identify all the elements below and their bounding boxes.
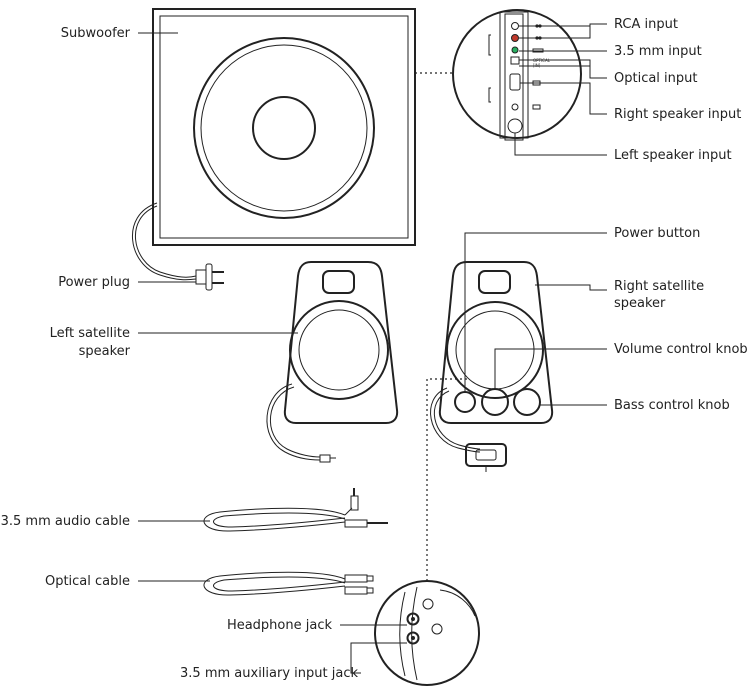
label-right-satellite-1: Right satellite bbox=[614, 279, 704, 294]
leader-lines bbox=[138, 23, 607, 674]
right-speaker-port bbox=[509, 73, 521, 91]
headphone-jack-port bbox=[406, 612, 420, 626]
label-right-satellite-2: speaker bbox=[614, 296, 666, 311]
label-volume-knob: Volume control knob bbox=[614, 342, 748, 357]
audio-cable bbox=[203, 488, 388, 532]
side-jack-zoom bbox=[374, 378, 480, 686]
label-left-speaker-input: Left speaker input bbox=[614, 148, 732, 163]
label-headphone-jack: Headphone jack bbox=[227, 618, 333, 633]
label-left-satellite-2: speaker bbox=[79, 344, 131, 359]
left-speaker-port bbox=[507, 118, 523, 134]
label-bass-knob: Bass control knob bbox=[614, 398, 730, 413]
label-rca-input: RCA input bbox=[614, 17, 678, 32]
label-35mm-input: 3.5 mm input bbox=[614, 44, 702, 59]
subwoofer bbox=[152, 8, 416, 246]
label-audio-cable: 3.5 mm audio cable bbox=[1, 514, 130, 529]
label-power-button: Power button bbox=[614, 226, 700, 241]
label-power-plug: Power plug bbox=[58, 275, 130, 290]
aux-jack-green bbox=[511, 46, 519, 54]
label-right-speaker-input: Right speaker input bbox=[614, 107, 741, 122]
optical-cable bbox=[203, 571, 374, 596]
bass-knob-shape bbox=[513, 388, 541, 416]
right-satellite-speaker bbox=[430, 261, 554, 472]
rca-jack-white bbox=[511, 22, 519, 30]
label-aux-input-jack: 3.5 mm auxiliary input jack bbox=[180, 666, 358, 681]
label-subwoofer: Subwoofer bbox=[61, 26, 131, 41]
aux-input-port bbox=[406, 631, 420, 645]
rca-jack-red bbox=[511, 34, 519, 42]
power-button-shape bbox=[454, 391, 476, 413]
volume-knob-shape bbox=[481, 388, 509, 416]
label-left-satellite-1: Left satellite bbox=[50, 326, 130, 341]
power-plug bbox=[132, 202, 224, 291]
optical-port bbox=[510, 56, 520, 65]
label-optical-input: Optical input bbox=[614, 71, 698, 86]
left-satellite-speaker bbox=[266, 261, 399, 463]
back-panel-zoom: OPTICAL [IN] bbox=[415, 9, 582, 141]
label-optical-cable: Optical cable bbox=[45, 574, 130, 589]
labels: Subwoofer Power plug Left satellite spea… bbox=[1, 17, 748, 681]
